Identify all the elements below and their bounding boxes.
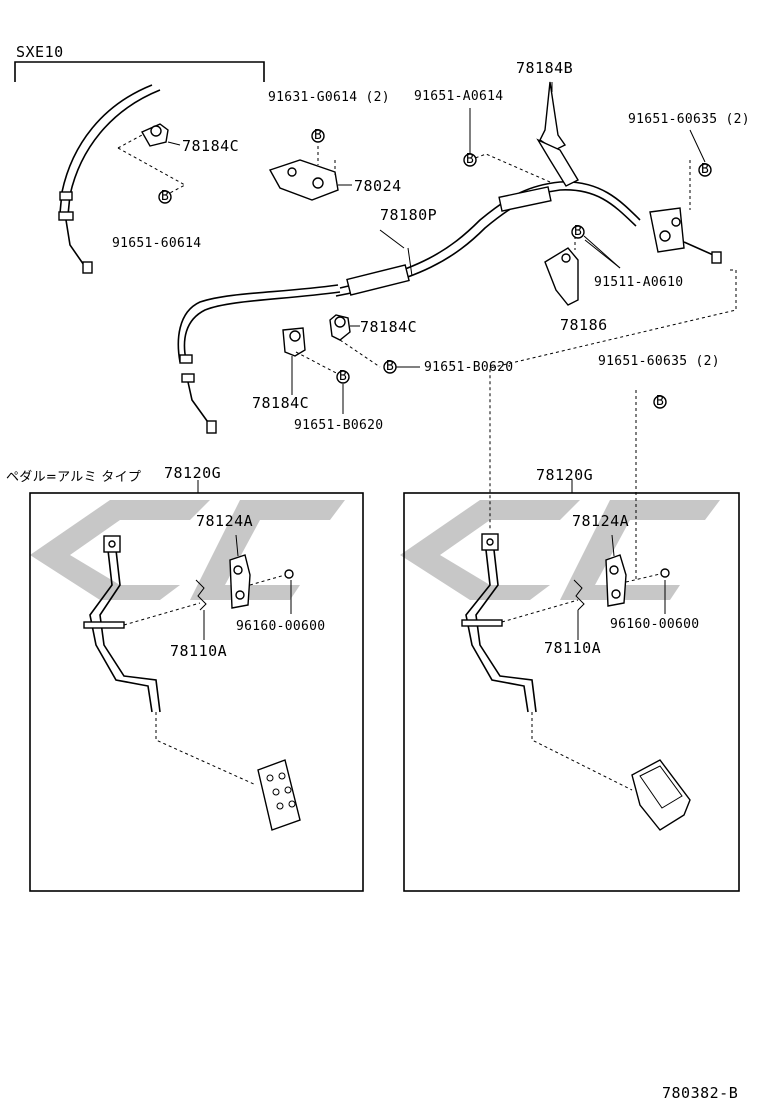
bolt-letter: B — [656, 394, 665, 409]
bracket-78186 — [544, 230, 621, 306]
label-91511-a0610: 91511-A0610 — [594, 275, 684, 290]
bracket-78124a-left — [229, 534, 294, 614]
label-78124a-left: 78124A — [196, 512, 254, 530]
label-78120g-right: 78120G — [536, 466, 594, 484]
label-91651-60635-mid: 91651-60635 (2) — [598, 354, 720, 369]
sxe10-cable — [58, 84, 161, 274]
bolt-letter: B — [161, 189, 170, 204]
bolt-letter: B — [701, 162, 710, 177]
label-91651-60614: 91651-60614 — [112, 236, 202, 251]
bracket-78024 — [268, 146, 352, 201]
clip-78184b — [469, 81, 579, 187]
pedal-arm-right — [461, 533, 691, 831]
label-96160-00600-left: 96160-00600 — [236, 619, 326, 634]
label-78184c-top: 78184C — [182, 137, 240, 155]
bolt-letter: B — [466, 152, 475, 167]
label-sxe10: SXE10 — [16, 43, 64, 61]
label-pedal-type-note: ペダル=アルミ タイプ — [6, 470, 142, 485]
pedal-arm-left — [83, 535, 301, 831]
end-bracket — [649, 160, 722, 264]
leader-to-left-box — [489, 269, 737, 530]
watermark-logo — [30, 500, 720, 600]
label-78184c-low: 78184C — [252, 394, 310, 412]
label-91651-b0620-low: 91651-B0620 — [294, 418, 384, 433]
label-78184b: 78184B — [516, 59, 574, 77]
label-78180p: 78180P — [380, 206, 438, 224]
label-78124a-right: 78124A — [572, 512, 630, 530]
label-91651-b0620-mid: 91651-B0620 — [424, 360, 514, 375]
box-left — [29, 492, 364, 892]
bolt-letter: B — [386, 359, 395, 374]
spring-78110a-right — [573, 579, 585, 640]
bolt-letter: B — [314, 128, 323, 143]
label-78110a-right: 78110A — [544, 639, 602, 657]
label-91651-60635-top: 91651-60635 (2) — [628, 112, 750, 127]
clip-78184c-low — [282, 327, 341, 395]
label-78186: 78186 — [560, 316, 608, 334]
clip-78184c-top — [117, 123, 187, 196]
label-91631-g0614: 91631-G0614 (2) — [268, 90, 390, 105]
bolt-letter: B — [574, 224, 583, 239]
clip-78184c-mid — [329, 314, 381, 368]
bracket-78124a-right — [605, 534, 670, 614]
box-right — [403, 492, 740, 892]
drawing-number: 780382-B — [662, 1084, 739, 1102]
label-91651-a0614: 91651-A0614 — [414, 89, 504, 104]
bolt-letter: B — [339, 369, 348, 384]
sxe10-bracket — [14, 61, 265, 82]
cable-78180p — [177, 181, 641, 434]
label-78024: 78024 — [354, 177, 402, 195]
label-78110a-left: 78110A — [170, 642, 228, 660]
label-78120g-left: 78120G — [164, 464, 222, 482]
bolt-symbols — [158, 129, 712, 409]
label-96160-00600-right: 96160-00600 — [610, 617, 700, 632]
spring-78110a-left — [195, 579, 207, 640]
label-78184c-mid: 78184C — [360, 318, 418, 336]
